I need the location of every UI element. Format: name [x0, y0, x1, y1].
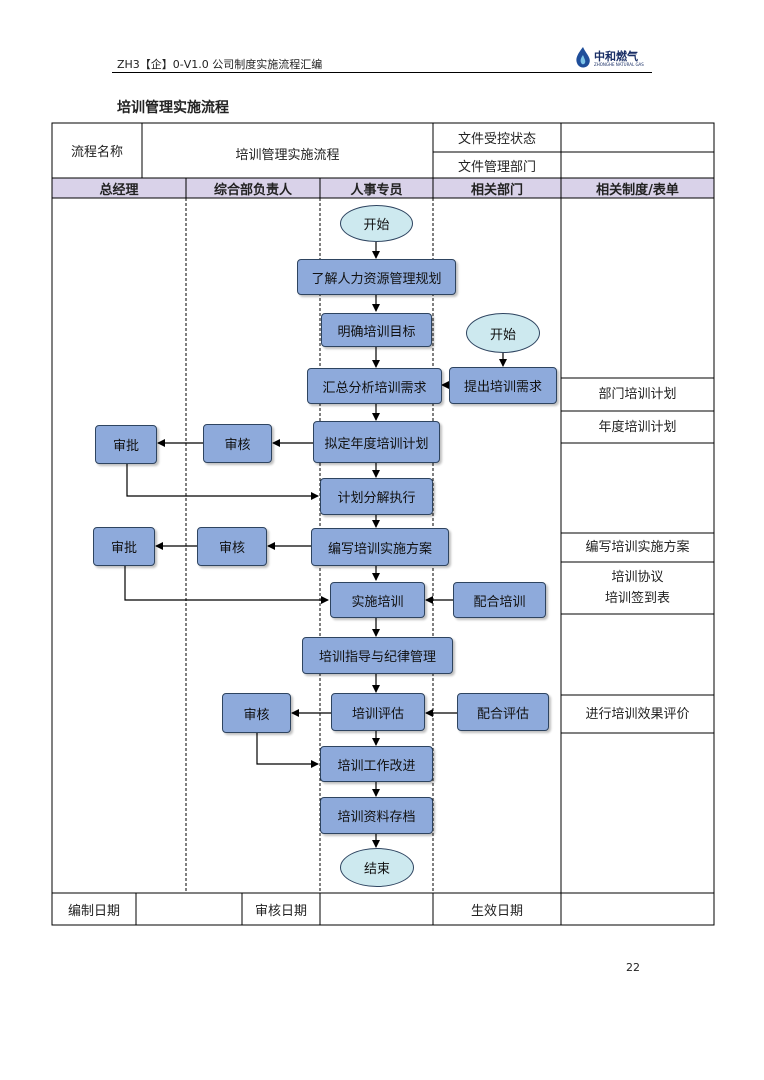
- guidance-discipline-step: 培训指导与纪律管理: [302, 637, 453, 674]
- ref-annual-training-plan: 年度培训计划: [598, 419, 677, 435]
- compile-date-value: [136, 893, 242, 925]
- training-improvement-step: 培训工作改进: [320, 746, 433, 782]
- page-number: 22: [626, 961, 640, 974]
- lane-header-related-dept: 相关部门: [470, 182, 523, 198]
- training-evaluation-step: 培训评估: [331, 693, 425, 731]
- flame-drop-icon: [576, 47, 590, 68]
- impl-plan-review-step: 审核: [197, 527, 267, 566]
- start-node-dept: 开始: [466, 313, 540, 353]
- lane-header-admin-head: 综合部负责人: [213, 182, 292, 198]
- define-training-goals-step: 明确培训目标: [321, 313, 432, 347]
- plan-breakdown-step: 计划分解执行: [320, 478, 433, 515]
- ref-dept-training-plan: 部门培训计划: [598, 387, 677, 402]
- lane-header-general-manager: 总经理: [99, 182, 139, 198]
- ref-training-agreement: 培训协议: [611, 570, 664, 585]
- document-code: ZH3【企】0-V1.0 公司制度实施流程汇编: [117, 58, 323, 71]
- conduct-training-step: 实施培训: [330, 582, 425, 618]
- understand-hr-plan-step: 了解人力资源管理规划: [297, 259, 456, 295]
- ref-implementation-plan: 编写培训实施方案: [585, 540, 690, 555]
- summarize-needs-step: 汇总分析培训需求: [307, 368, 442, 404]
- process-name-label: 流程名称: [70, 145, 123, 160]
- review-date-value: [320, 893, 433, 925]
- review-date-label: 审核日期: [254, 903, 307, 919]
- logo-text: 中和燃气: [594, 50, 638, 63]
- manage-dept-value: [561, 152, 714, 178]
- write-implementation-plan-step: 编写培训实施方案: [311, 528, 449, 566]
- ref-effect-evaluation: 进行培训效果评价: [585, 706, 690, 722]
- lane-header-hr-specialist: 人事专员: [350, 182, 403, 198]
- header-rule: [112, 72, 652, 73]
- evaluation-review-step: 审核: [222, 693, 291, 733]
- compile-date-label: 编制日期: [67, 903, 120, 919]
- annual-plan-review-step: 审核: [203, 424, 272, 463]
- control-status-value: [561, 123, 714, 152]
- start-node-hr: 开始: [340, 205, 413, 242]
- draft-annual-plan-step: 拟定年度培训计划: [313, 421, 440, 463]
- control-status-label: 文件受控状态: [457, 132, 536, 147]
- end-node: 结束: [340, 848, 414, 887]
- archive-materials-step: 培训资料存档: [320, 797, 433, 834]
- company-logo: 中和燃气 ZHONGHE NATURAL GAS: [572, 46, 652, 70]
- effective-date-label: 生效日期: [470, 903, 523, 919]
- ref-training-docs: 培训协议 培训签到表: [561, 562, 714, 614]
- effective-date-value: [561, 893, 714, 925]
- impl-plan-approve-step: 审批: [93, 527, 155, 566]
- annual-plan-approve-step: 审批: [95, 425, 157, 464]
- lane-header-related-forms: 相关制度/表单: [596, 182, 679, 198]
- section-title: 培训管理实施流程: [117, 100, 229, 116]
- logo-subtext: ZHONGHE NATURAL GAS: [594, 62, 644, 67]
- propose-needs-step: 提出培训需求: [449, 367, 557, 404]
- cooperate-training-step: 配合培训: [453, 582, 546, 618]
- manage-dept-label: 文件管理部门: [457, 159, 536, 175]
- process-name-value: 培训管理实施流程: [235, 147, 340, 163]
- ref-sign-in-sheet: 培训签到表: [604, 591, 670, 606]
- cooperate-evaluation-step: 配合评估: [457, 693, 549, 731]
